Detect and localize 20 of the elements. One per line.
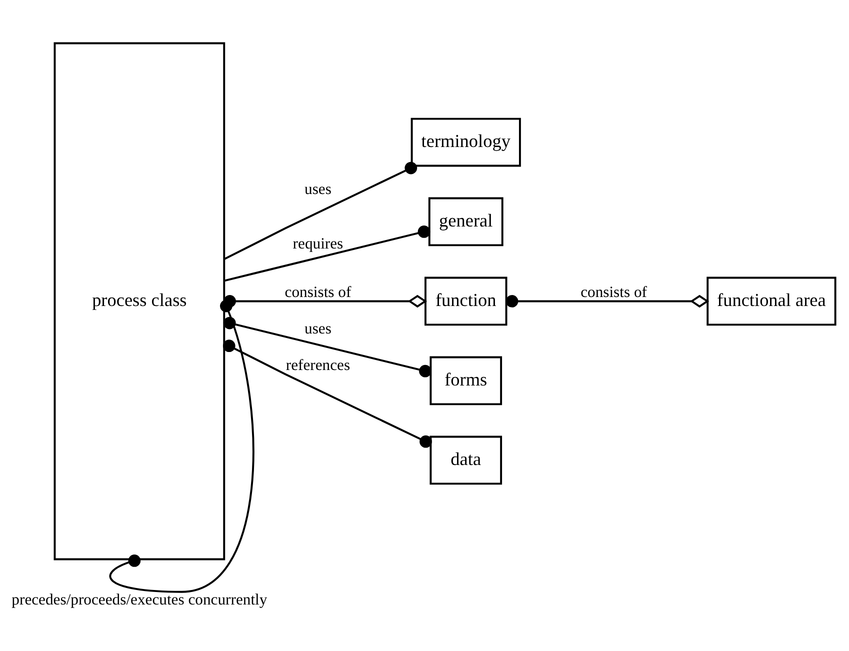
node-box: general: [428, 196, 504, 246]
connector: [223, 316, 432, 377]
node-box: terminology: [410, 117, 521, 166]
edge-label: precedes/proceeds/executes concurrently: [12, 590, 268, 608]
edge-label: uses: [304, 320, 332, 337]
edge-label: uses: [304, 180, 332, 198]
connector: [222, 339, 432, 448]
node-box: process class: [54, 42, 226, 560]
edge-label: consists of: [284, 283, 352, 300]
connector: [506, 294, 710, 308]
edge-label: requires: [292, 235, 344, 252]
edge-label: references: [286, 356, 350, 374]
connector: [224, 225, 430, 282]
node-box: function: [424, 276, 508, 326]
edge-label: consists of: [580, 283, 647, 300]
node-box: forms: [430, 356, 502, 405]
connector: [224, 161, 418, 260]
connector: [224, 294, 428, 308]
node-box: data: [430, 435, 502, 484]
node-box: functional area: [706, 276, 836, 326]
